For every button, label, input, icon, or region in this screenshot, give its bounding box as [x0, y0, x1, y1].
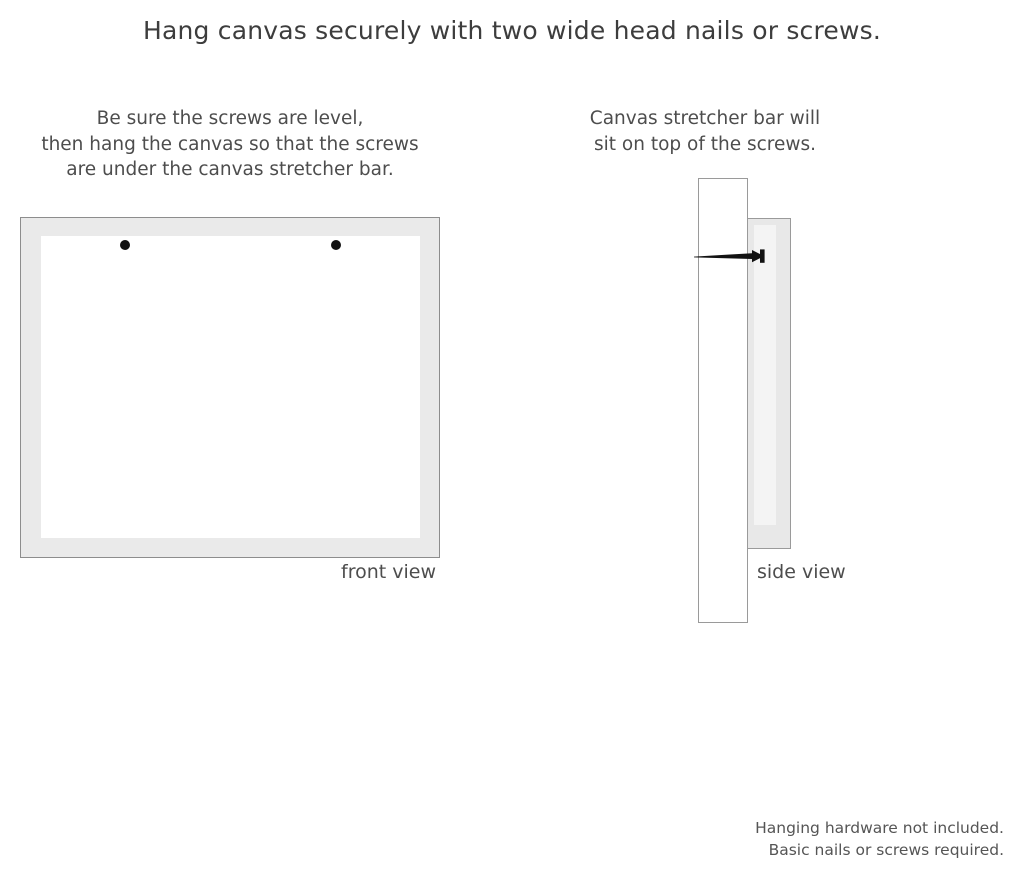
footer-line-2: Basic nails or screws required. — [768, 841, 1004, 859]
stretcher-bar-face — [754, 225, 776, 525]
side-view-caption-line-1: Canvas stretcher bar will — [589, 108, 821, 129]
front-view-caption-line-3: are under the canvas stretcher bar. — [66, 159, 394, 180]
front-view-caption-line-2: then hang the canvas so that the screws — [41, 133, 419, 155]
side-view-label: side view — [757, 561, 846, 583]
screw-dot-left — [120, 240, 130, 250]
stretcher-bar-rectangle — [747, 218, 791, 549]
screw-dot-right — [331, 240, 341, 250]
front-view-caption: Be sure the screws are level, then hang … — [20, 106, 440, 183]
footer-line-1: Hanging hardware not included. — [755, 819, 1004, 837]
side-view-diagram — [690, 170, 830, 630]
side-view-caption-line-2: sit on top of the screws. — [593, 133, 817, 155]
wall-rectangle — [698, 178, 748, 623]
side-view-caption: Canvas stretcher bar will sit on top of … — [585, 106, 825, 157]
front-view-diagram — [20, 217, 440, 558]
front-view-label: front view — [341, 561, 436, 583]
canvas-face — [41, 236, 420, 538]
page-title: Hang canvas securely with two wide head … — [142, 16, 882, 45]
footer-disclaimer: Hanging hardware not included. Basic nai… — [755, 817, 1004, 861]
screw-side-profile — [694, 249, 765, 263]
front-view-caption-line-1: Be sure the screws are level, — [96, 108, 364, 129]
